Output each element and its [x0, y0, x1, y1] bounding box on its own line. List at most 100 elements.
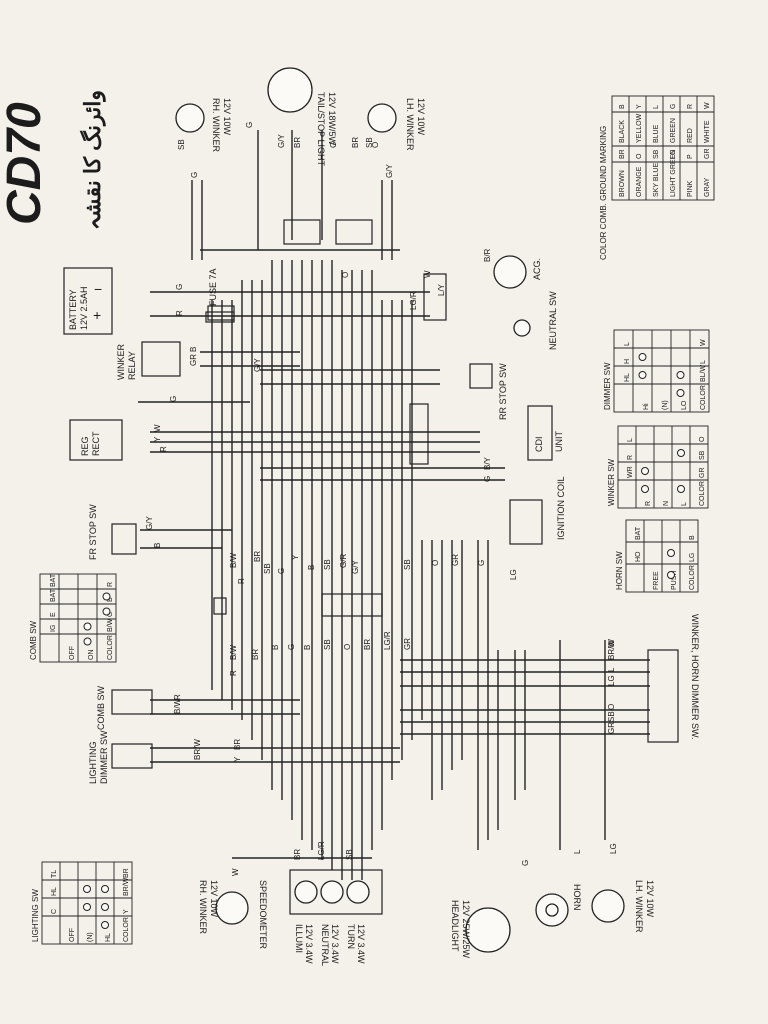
- color-table-cell: GREEN: [670, 118, 677, 143]
- wire-color-label: G/Y: [277, 134, 286, 148]
- wire-color-label: O: [343, 644, 352, 650]
- color-table-cell: Y: [636, 104, 643, 109]
- horn-label: HORN: [572, 884, 582, 911]
- urdu-title: وائرنگ کا نقشہ: [79, 90, 106, 230]
- color-table-cell: RED: [687, 128, 694, 143]
- cdi-unit: CDI UNIT: [527, 405, 564, 461]
- lh-winker-top: LH. WINKER 12V 10W: [367, 98, 426, 151]
- comb-contact-dot: [102, 592, 111, 601]
- winker-color: GR: [699, 468, 706, 479]
- wire-color-label: G: [175, 284, 184, 290]
- headlight-rating: 12V 25W/25W: [461, 900, 471, 959]
- lighting-contact-dot: [101, 903, 109, 911]
- wire-color-label: R: [159, 446, 168, 452]
- wire-color-label: W: [231, 868, 240, 876]
- wire-color-label: R: [229, 670, 238, 676]
- lighting-contact-dot: [101, 885, 109, 893]
- illumi-rating: 12V 3.4W: [304, 924, 314, 964]
- wire-color-label: B/Y: [483, 456, 492, 470]
- illumi-label: ILLUMI: [294, 924, 304, 953]
- horn-contact-dot: [667, 549, 675, 557]
- wire-color-label: G/Y: [351, 560, 360, 574]
- wire-color-label: LG: [607, 675, 616, 686]
- wire-color-label: BR/W: [193, 739, 202, 760]
- lighting-dimmer-label2: DIMMER SW: [99, 730, 109, 784]
- cdi-label: CDI: [534, 437, 544, 453]
- wire-color-label: Y: [291, 554, 300, 560]
- horn-head: BAT: [635, 526, 642, 540]
- dimmer-color: BL/W: [700, 364, 707, 382]
- fr-stop-switch: FR STOP SW: [88, 504, 137, 560]
- wire-color-label: G: [521, 860, 530, 866]
- winker-contact-dot: [677, 485, 685, 493]
- comb-color: G: [107, 612, 114, 617]
- winker-row: L: [681, 502, 688, 506]
- color-table-cell: W: [704, 102, 711, 109]
- wire-color-label: G: [169, 396, 178, 402]
- wire-color-label: R: [173, 694, 182, 700]
- wire-color-label: G: [277, 568, 286, 574]
- color-table-title: COLOR COMB. GROUND MARKING: [599, 126, 608, 260]
- tail-stop-label: TAIL/STOP LIGHT: [316, 92, 326, 167]
- wire-color-label: Y: [153, 436, 162, 442]
- wire-color-label: GR: [607, 722, 616, 734]
- wire-color-label: GR: [189, 354, 198, 366]
- wire-color-label: BR/W: [607, 639, 616, 660]
- wire-color-label: LG/R: [317, 841, 326, 860]
- wire-color-label: G: [483, 476, 492, 482]
- tail-stop-rating: 12V 18W/5W: [327, 92, 337, 146]
- wire-color-label: LG: [509, 569, 518, 580]
- wire-color-label: G: [245, 122, 254, 128]
- wire-color-label: BR: [293, 137, 302, 148]
- dimmer-contact-dot: [638, 353, 647, 361]
- dimmer-row: LO: [681, 400, 688, 410]
- dimmer-row: Hi: [643, 403, 650, 410]
- wire-color-label: BR: [293, 849, 302, 860]
- lighting-head: HL: [51, 887, 58, 896]
- wire-color-label: SB: [323, 559, 332, 570]
- wire-color-label: W: [423, 270, 432, 278]
- wire-color-label: BR: [351, 137, 360, 148]
- wire-color-label: SB: [403, 559, 412, 570]
- color-table-cell: R: [687, 104, 694, 109]
- lighting-dimmer-connector: LIGHTING DIMMER SW: [88, 730, 153, 784]
- cdi-label2: UNIT: [554, 431, 564, 452]
- color-table-cell: SKY BLUE: [653, 163, 660, 197]
- dimmer-row: (N): [662, 400, 669, 410]
- neutral-sw-label: NEUTRAL SW: [548, 291, 558, 350]
- turn-rating: 12V 3.4W: [356, 924, 366, 964]
- color-table-cell: BLUE: [653, 124, 660, 143]
- comb-row: ON: [88, 650, 95, 661]
- lighting-row: HL: [105, 933, 112, 942]
- rh-winker-top-label: RH. WINKER: [211, 98, 221, 153]
- horn-contact-dot: [667, 571, 675, 579]
- lh-winker-top-label: LH. WINKER: [405, 98, 415, 151]
- tail-stop-light: TAIL/STOP LIGHT 12V 18W/5W: [267, 67, 337, 167]
- horn-head: HO: [635, 551, 642, 562]
- comb-table-title: COMB SW: [29, 620, 38, 660]
- color-table-cell: G: [670, 104, 677, 109]
- wire-color-label: BR: [251, 649, 260, 660]
- lh-winker-bottom-rating: 12V 10W: [645, 880, 655, 918]
- wire-color-label: G: [477, 560, 486, 566]
- dimmer-contact-dot: [676, 389, 685, 397]
- wire-color-label: B: [153, 543, 162, 548]
- dimmer-contact-dot: [638, 371, 647, 379]
- lighting-row: (N): [87, 932, 94, 942]
- color-table-cell: GRAY: [704, 177, 711, 197]
- lighting-row: OFF: [69, 928, 76, 942]
- dimmer-head: HL: [624, 373, 631, 382]
- wire-color-label: BR: [253, 551, 262, 562]
- winker-table-title: WINKER SW: [607, 458, 616, 506]
- main-harness: [138, 130, 650, 880]
- dimmer-color: L: [700, 360, 707, 364]
- horn-table-title: HORN SW: [615, 551, 624, 590]
- wire-color-label: SB: [607, 711, 616, 722]
- connector-blocks: [207, 219, 447, 617]
- color-table-cell: L: [653, 105, 660, 109]
- winker-horn-dimmer-label: WINKER, HORN DIMMER SW.: [690, 614, 700, 740]
